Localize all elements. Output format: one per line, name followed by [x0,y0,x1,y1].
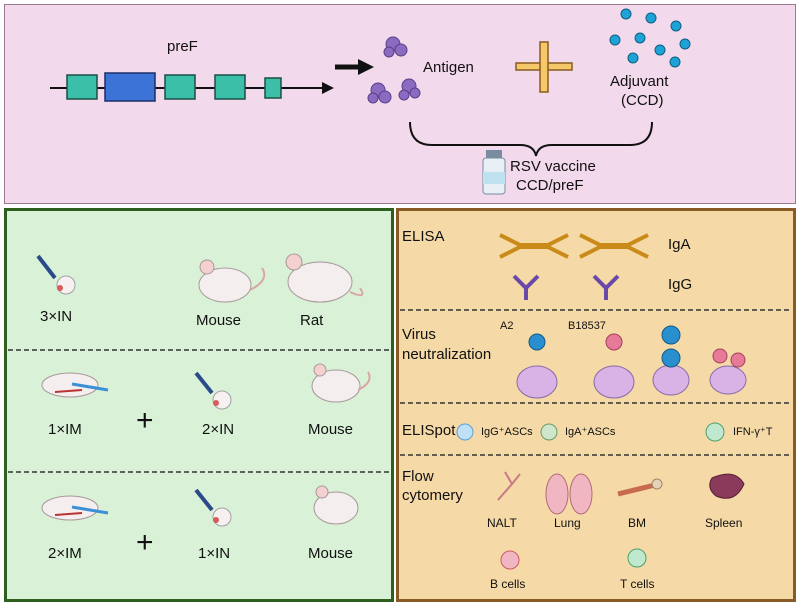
strain-a2-label: A2 [500,320,514,332]
neut-title-1: Virus [402,326,436,343]
right-panel [396,208,796,602]
row2-mouse-label: Mouse [308,421,354,438]
b-cell-icon [500,550,520,570]
row1-mouse-label: Mouse [196,312,242,329]
t-cells-label: T cells [620,577,655,591]
protein-icon [367,36,421,104]
iga-antibody-icon [499,233,649,259]
rat-icon [285,253,364,303]
row2-plus: + [136,404,154,437]
igg-label: IgG [668,276,693,293]
igg-antibody-icon [512,274,620,300]
lung-icon [545,473,593,515]
nalt-icon [497,471,521,501]
elisa-title: ELISA [402,228,445,245]
brace-icon [409,121,653,157]
pipette-mouse-icon [36,254,76,295]
row3-plus: + [136,526,154,559]
b-cells-label: B cells [490,577,526,591]
neut-title-2: neutralization [402,346,492,363]
vaccine-label: RSV vaccine [510,158,596,175]
mouse-icon [311,363,371,403]
elispot-title: ELISpot [402,422,456,439]
row1-rat-label: Rat [300,312,324,329]
flow-title-2: cytomery [402,487,463,504]
elispot-c3-label: IFN-γ⁺T [733,426,773,438]
strain-b-label: B18537 [568,320,606,332]
spleen-label: Spleen [705,516,743,530]
spleen-icon [709,473,745,499]
adjuvant-dots-icon [609,8,691,68]
neutralization-cells-icon [516,325,747,399]
t-cell-icon [627,548,647,568]
lung-label: Lung [554,516,581,530]
flow-title-1: Flow [402,468,434,485]
gene-label: preF [167,38,198,55]
arrow-icon [335,59,374,75]
bm-label: BM [628,516,646,530]
elispot-c1-label: IgG⁺ASCs [481,426,533,438]
nalt-label: NALT [487,516,517,530]
row1-route-label: 3×IN [40,308,73,325]
row3-mouse-label: Mouse [308,545,354,562]
row3-route1-label: 2×IM [48,545,82,562]
mouse-icon [313,485,359,525]
vaccine-vial-icon [482,150,506,195]
elispot-c2-label: IgA⁺ASCs [565,426,616,438]
row2-route2-label: 2×IN [202,421,235,438]
elispot-cells-icon [456,422,725,442]
adjuvant-sub-label: (CCD) [621,92,664,109]
bone-marrow-icon [617,478,663,497]
gene-construct [50,72,334,102]
antigen-label: Antigen [423,59,474,76]
injection-mouse-icon [41,495,109,521]
plus-icon [515,41,573,93]
adjuvant-label: Adjuvant [610,73,669,90]
pipette-mouse-icon [194,371,232,410]
injection-mouse-icon [41,372,109,398]
mouse-icon [198,259,266,303]
vaccine-sub-label: CCD/preF [516,177,584,194]
iga-label: IgA [668,236,691,253]
top-panel [4,4,796,204]
row3-route2-label: 1×IN [198,545,231,562]
row2-route1-label: 1×IM [48,421,82,438]
pipette-mouse-icon [194,488,232,527]
